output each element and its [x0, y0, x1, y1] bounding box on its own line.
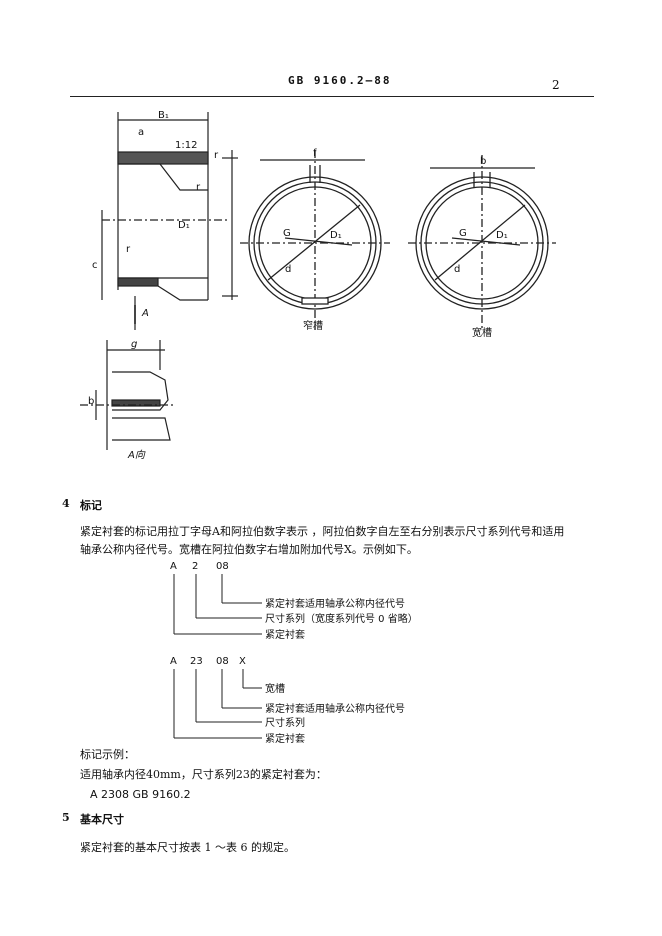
section-5-number: 5 [62, 811, 70, 824]
section-5-title: 基本尺寸 [80, 813, 124, 826]
ex2-label-series: 尺寸系列 [265, 716, 305, 729]
example-label: 标记示例： [80, 748, 135, 761]
section-4-para-1: 紧定衬套的标记用拉丁字母A和阿拉伯数字表示 ，阿拉伯数字自左至右分别表示尺寸系列… [80, 525, 565, 538]
label-b-small: b [88, 396, 94, 407]
marking-diagram: A 2 08 紧定衬套适用轴承公称内径代号 尺寸系列（宽度系列代号 0 省略） … [170, 561, 418, 745]
section-4-para-2: 轴承公称内径代号。宽槽在阿拉伯数字右增加附加代号X。示例如下。 [80, 543, 418, 556]
technical-figure: B₁ a 1:12 r r D₁ r c A f G D₁ d 窄槽 b G D… [80, 110, 556, 461]
ex2-code-series: 23 [190, 656, 203, 667]
wide-slot-ring-drawing [408, 155, 556, 330]
standard-header: GB 9160.2—88 [288, 74, 392, 87]
ex1-code-bore: 08 [216, 561, 229, 572]
label-slope: 1:12 [175, 140, 197, 151]
label-d1-sleeve: D₁ [178, 220, 190, 231]
ex1-label-bore: 紧定衬套适用轴承公称内径代号 [265, 597, 405, 610]
ex1-label-series: 尺寸系列（宽度系列代号 0 省略） [265, 612, 418, 625]
ex2-label-sleeve: 紧定衬套 [265, 732, 305, 745]
ex2-code-x: X [239, 656, 246, 667]
label-d1-wide: D₁ [496, 230, 508, 241]
ex1-code-a: A [170, 561, 177, 572]
ex1-code-series: 2 [192, 561, 198, 572]
header-rule [70, 96, 594, 97]
caption-narrow-slot: 窄槽 [303, 319, 323, 332]
section-4-title: 标记 [80, 499, 102, 512]
label-g-narrow: G [283, 228, 291, 239]
label-r-bottom: r [126, 244, 131, 255]
label-b-wide: b [480, 156, 486, 167]
example-code: A 2308 GB 9160.2 [90, 788, 191, 801]
ex2-label-bore: 紧定衬套适用轴承公称内径代号 [265, 702, 405, 715]
label-d-wide: d [454, 264, 460, 275]
caption-wide-slot: 宽槽 [472, 326, 492, 339]
label-r-mid: r [196, 182, 201, 193]
ex2-code-bore: 08 [216, 656, 229, 667]
page-number: 2 [552, 78, 560, 92]
ex2-code-a: A [170, 656, 177, 667]
ex1-label-sleeve: 紧定衬套 [265, 628, 305, 641]
a-view-drawing [80, 340, 175, 450]
section-4-number: 4 [62, 497, 70, 510]
label-g-wide: G [459, 228, 467, 239]
label-g-small: g [131, 339, 137, 350]
label-b1: B₁ [158, 110, 169, 121]
label-a: a [138, 127, 144, 138]
example-text: 适用轴承内径40mm，尺寸系列23的紧定衬套为： [80, 768, 327, 781]
label-d1-narrow: D₁ [330, 230, 342, 241]
caption-a-view: A向 [127, 449, 146, 461]
sleeve-section-drawing [101, 112, 238, 330]
view-arrow-label: A [141, 308, 149, 319]
label-c: c [92, 260, 98, 271]
label-r-top: r [214, 150, 219, 161]
label-d-narrow: d [285, 264, 291, 275]
narrow-slot-ring-drawing [240, 150, 390, 330]
section-5-para: 紧定衬套的基本尺寸按表 1 ～表 6 的规定。 [80, 841, 295, 854]
ex2-label-wide: 宽槽 [265, 682, 285, 695]
label-f: f [313, 148, 317, 159]
